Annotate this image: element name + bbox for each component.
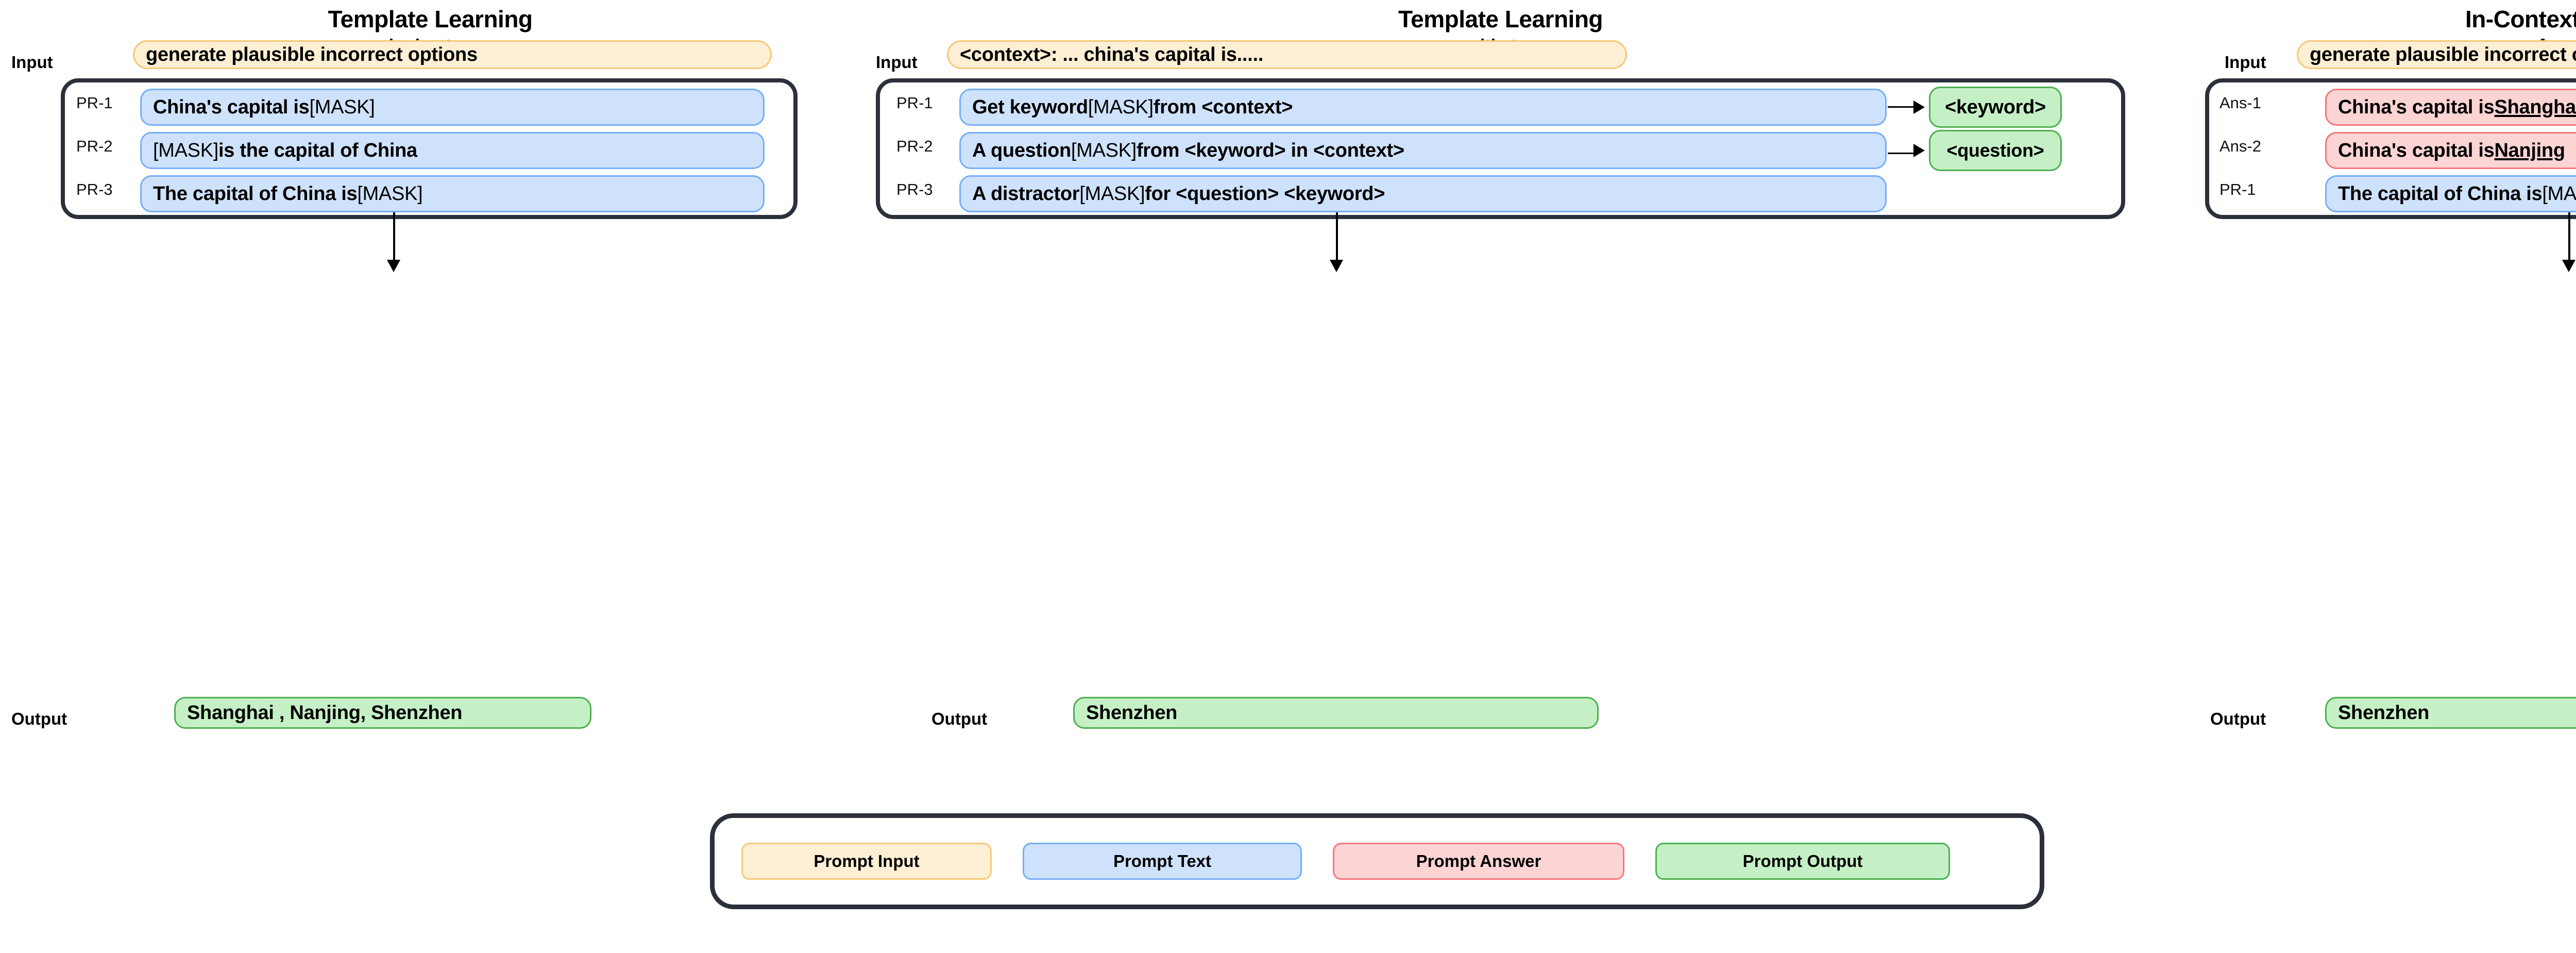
- prompt-pre: A distractor: [972, 182, 1080, 205]
- answer-pre: China's capital is: [2338, 139, 2495, 161]
- side-output-chip: <question>: [1929, 130, 2062, 171]
- input-text: <context>: ... china's capital is.....: [960, 43, 1263, 65]
- prompt-text-chip: Get keyword [MASK] from <context>: [959, 89, 1887, 126]
- row-label-pr-1: PR-1: [76, 94, 113, 112]
- legend-label: Prompt Output: [1742, 851, 1863, 871]
- row-label-pr-1: PR-1: [2219, 180, 2256, 198]
- output-chip: Shenzhen: [2325, 697, 2576, 729]
- answer-pre: China's capital is: [2338, 96, 2495, 118]
- input-text: generate plausible incorrect options: [146, 43, 478, 65]
- answer-underlined: Nanjing: [2494, 139, 2566, 161]
- row-label-pr-3: PR-3: [896, 180, 933, 198]
- output-label: Output: [931, 709, 988, 728]
- legend-item-prompt-input: Prompt Input: [741, 843, 992, 880]
- prompt-post: from <keyword> in <context>: [1136, 139, 1404, 161]
- row-label-pr-1: PR-1: [896, 94, 933, 112]
- input-label: Input: [876, 53, 918, 72]
- side-output-chip: <keyword>: [1929, 87, 2062, 128]
- prompt-text-chip: A distractor [MASK] for <question> <keyw…: [959, 175, 1887, 212]
- prompt-post: for <question> <keyword>: [1145, 182, 1385, 205]
- mask-token: [MASK]: [153, 139, 219, 161]
- prompt-text-chip: The capital of China is [MASK]: [2325, 175, 2576, 212]
- prompt-post: is the capital of China: [218, 139, 417, 161]
- prompt-text-chip: The capital of China is [MASK]: [140, 175, 765, 212]
- mask-token: [MASK]: [309, 96, 375, 118]
- prompt-post: from <context>: [1153, 96, 1293, 118]
- output-text: Shanghai , Nanjing, Shenzhen: [187, 701, 463, 724]
- legend-label: Prompt Input: [814, 851, 920, 871]
- mask-token: [MASK]: [1088, 96, 1154, 118]
- panel-title: Template Learning: [328, 6, 533, 32]
- side-output-text: <keyword>: [1945, 96, 2046, 118]
- side-output-text: <question>: [1946, 140, 2044, 161]
- prompt-text-chip: A question [MASK] from <keyword> in <con…: [959, 132, 1887, 169]
- input-chip: <context>: ... china's capital is.....: [947, 40, 1627, 69]
- panel-title: Template Learning: [1398, 6, 1603, 32]
- prompt-pre: A question: [972, 139, 1071, 161]
- prompt-answer-chip: China's capital is Nanjing: [2325, 132, 2576, 169]
- prompt-text-chip: China's capital is [MASK]: [140, 89, 765, 126]
- prompt-pre: The capital of China is: [2338, 182, 2543, 205]
- input-text: generate plausible incorrect option: [2310, 43, 2576, 65]
- row-label-ans-2: Ans-2: [2219, 137, 2261, 155]
- input-chip: generate plausible incorrect options: [133, 40, 772, 69]
- legend-label: Prompt Answer: [1416, 851, 1541, 871]
- mask-token: [MASK]: [357, 182, 423, 205]
- prompt-pre: China's capital is: [153, 96, 310, 118]
- output-label: Output: [2210, 709, 2266, 728]
- output-label: Output: [11, 709, 67, 728]
- input-label: Input: [11, 53, 53, 72]
- row-label-pr-2: PR-2: [76, 137, 113, 155]
- legend-item-prompt-output: Prompt Output: [1655, 843, 1950, 880]
- prompt-answer-chip: China's capital is Shanghai: [2325, 89, 2576, 126]
- legend: Prompt Input Prompt Text Prompt Answer P…: [710, 813, 2044, 909]
- row-label-pr-3: PR-3: [76, 180, 113, 198]
- legend-label: Prompt Text: [1113, 851, 1212, 871]
- legend-item-prompt-answer: Prompt Answer: [1333, 843, 1624, 880]
- panel-title: In-Context Learning: [2465, 6, 2576, 32]
- prompt-text-chip: [MASK] is the capital of China: [140, 132, 765, 169]
- input-label: Input: [2225, 53, 2266, 72]
- output-chip: Shanghai , Nanjing, Shenzhen: [174, 697, 591, 729]
- mask-token: [MASK]: [1071, 139, 1137, 161]
- output-chip: Shenzhen: [1073, 697, 1599, 729]
- mask-token: [MASK]: [2542, 182, 2576, 205]
- prompt-pre: The capital of China is: [153, 182, 358, 205]
- row-label-pr-2: PR-2: [896, 137, 933, 155]
- answer-underlined: Shanghai: [2494, 96, 2576, 118]
- prompt-pre: Get keyword: [972, 96, 1088, 118]
- legend-item-prompt-text: Prompt Text: [1023, 843, 1302, 880]
- row-label-ans-1: Ans-1: [2219, 94, 2261, 112]
- input-chip: generate plausible incorrect option: [2297, 40, 2576, 69]
- output-text: Shenzhen: [1086, 701, 1178, 724]
- mask-token: [MASK]: [1079, 182, 1145, 205]
- output-text: Shenzhen: [2338, 701, 2430, 724]
